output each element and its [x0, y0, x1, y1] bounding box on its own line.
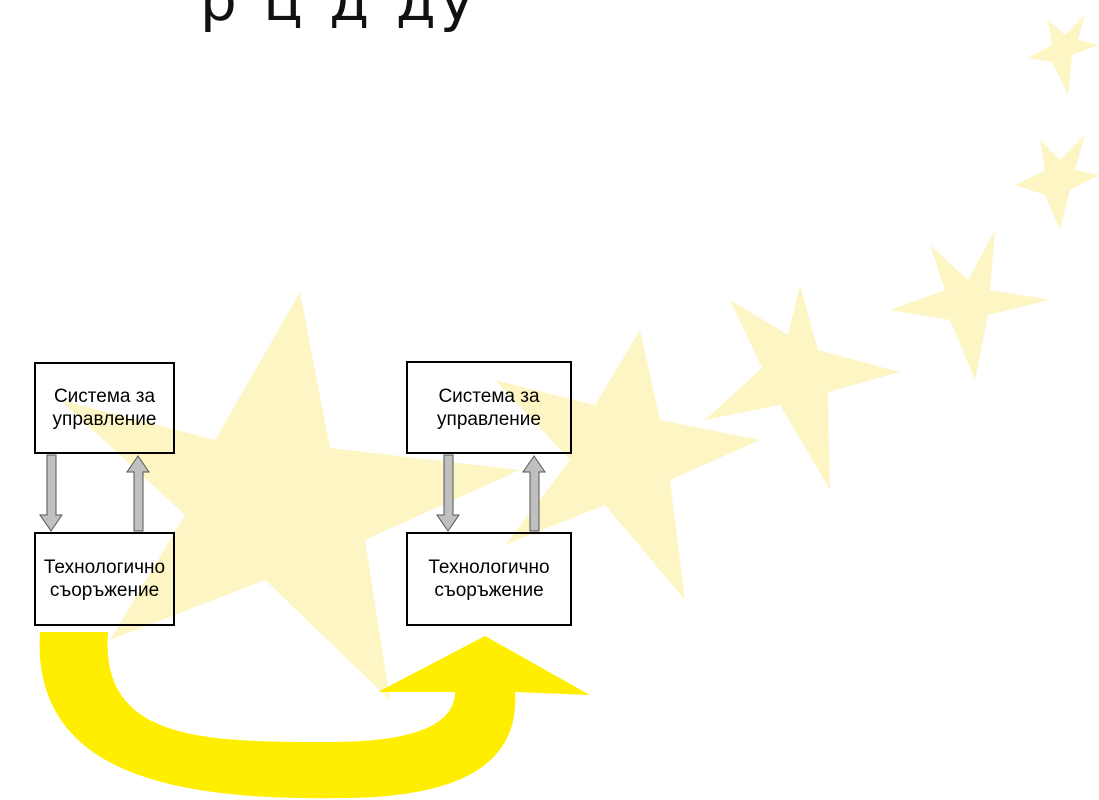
box-label: Система за [53, 386, 156, 407]
control-system-box: Система за управление [34, 362, 175, 454]
box-label: Технологично [428, 557, 550, 578]
slide-title: р ц д ду [200, 0, 479, 34]
star-decoration [705, 285, 900, 490]
star-decoration [1015, 135, 1099, 230]
arrow-up-icon [126, 455, 150, 532]
control-system-box: Система за управление [406, 361, 572, 454]
box-label: Технологично [43, 557, 166, 578]
arrow-up-icon [522, 455, 546, 532]
star-decoration [1028, 15, 1099, 95]
equipment-box: Технологично съоръжение [406, 532, 572, 626]
equipment-box: Технологично съоръжение [34, 532, 175, 626]
box-label: управление [52, 409, 157, 430]
box-label: съоръжение [49, 580, 160, 601]
star-decoration [495, 330, 760, 600]
arrow-down-icon [39, 454, 63, 532]
star-decoration [60, 292, 520, 700]
box-label: Система за [438, 385, 540, 407]
star-decoration [890, 230, 1050, 380]
box-label: управление [437, 408, 541, 430]
transition-arrow [39, 632, 591, 799]
arrow-down-icon [436, 454, 460, 532]
box-label: съоръжение [434, 580, 544, 601]
